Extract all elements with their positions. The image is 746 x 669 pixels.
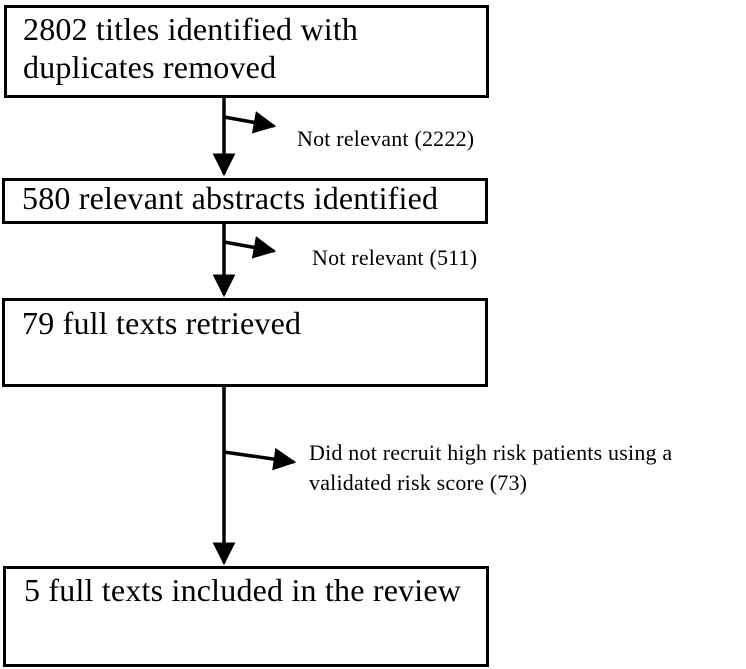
box-full-texts-retrieved: 79 full texts retrieved xyxy=(2,298,488,387)
box-abstracts-identified: 580 relevant abstracts identified xyxy=(2,178,488,224)
branch-arrow-1 xyxy=(223,111,277,134)
branch-arrow-2 xyxy=(223,236,277,259)
exclusion-label-not-relevant-abstracts: Not relevant (511) xyxy=(312,245,478,270)
exclusion-label-no-validated-risk-score: Did not recruit high risk patients using… xyxy=(309,440,673,495)
box-full-texts-included: 5 full texts included in the review xyxy=(3,566,489,667)
box-titles-identified: 2802 titles identified with duplicates r… xyxy=(4,5,489,98)
branch-arrow-3 xyxy=(223,447,297,471)
exclusion-label-not-relevant-titles: Not relevant (2222) xyxy=(297,126,475,151)
